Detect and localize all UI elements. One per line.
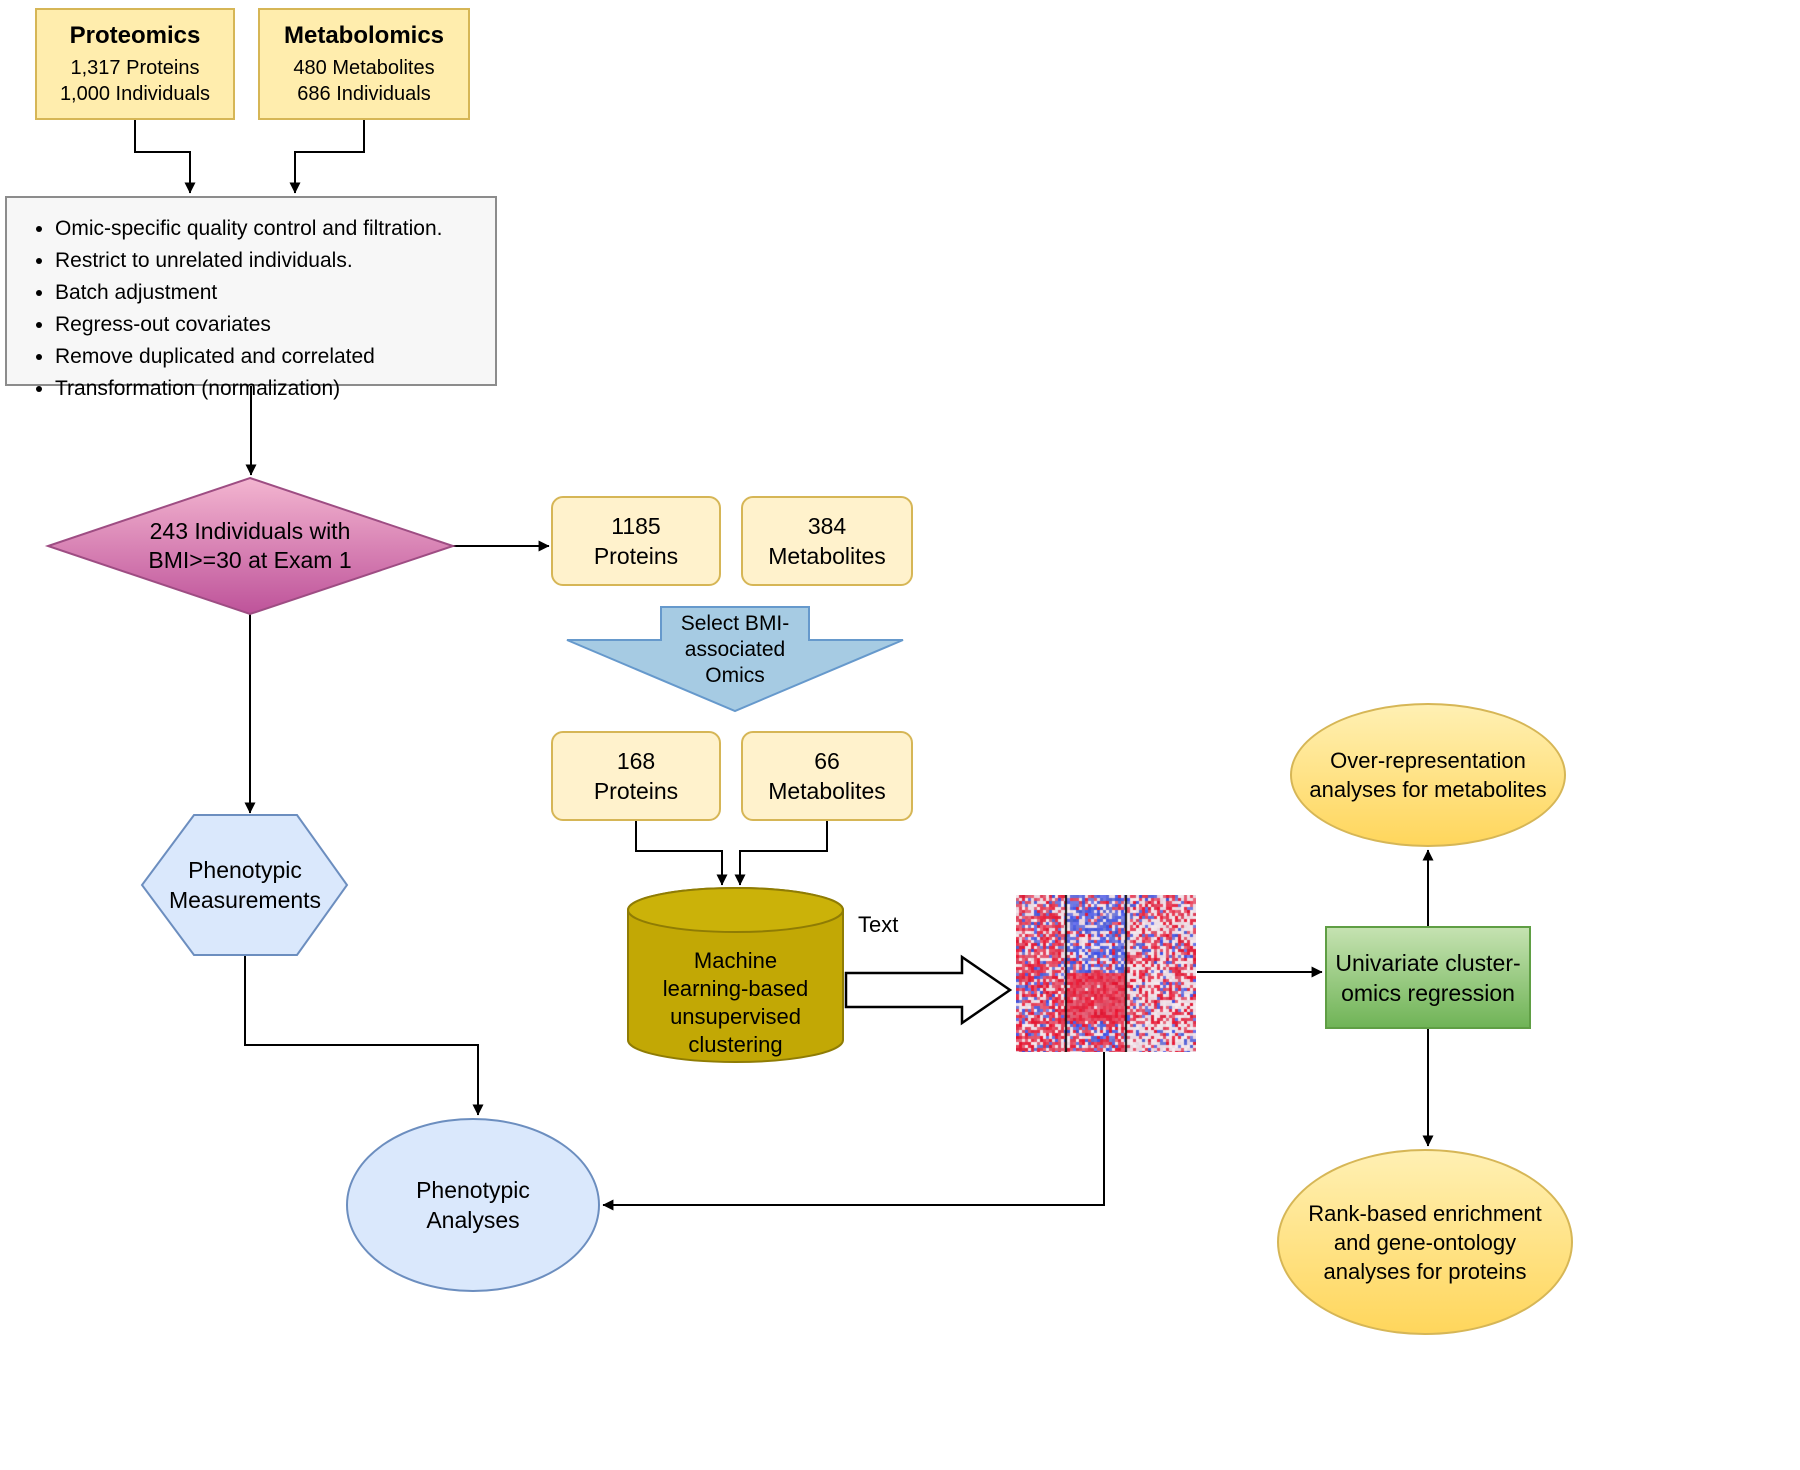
proteomics-title: Proteomics [69,21,201,49]
connector-168-proteins-to-clustering [635,821,728,886]
connector-measurements-to-phenotypic-analyses [244,955,484,1116]
flow-text-label: Text [858,912,899,937]
qc-step: Omic-specific quality control and filtra… [55,216,483,242]
cluster-heatmap-image [1016,895,1196,1052]
connector-66-metabolites-to-clustering [734,821,828,886]
qc-step: Transformation (normalization) [55,376,483,402]
proteomics-count: 1,317 Proteins [70,56,200,79]
clustering-label: Machine learning-based unsupervised clus… [662,948,809,1057]
metabolomics-count: 480 Metabolites [293,56,435,79]
node-over-representation-analyses: Over-representation analyses for metabol… [1290,703,1566,847]
clustering-cylinder-lid [627,887,844,933]
qc-steps-list: Omic-specific quality control and filtra… [29,216,483,402]
node-phenotypic-analyses: Phenotypic Analyses [346,1118,600,1292]
qc-step: Remove duplicated and correlated [55,344,483,370]
node-proteomics: Proteomics 1,317 Proteins 1,000 Individu… [35,8,235,120]
bmi-diamond-label: 243 Individuals with BMI>=30 at Exam 1 [148,518,352,573]
qc-step: Batch adjustment [55,280,483,306]
node-66-metabolites: 66 Metabolites [741,731,913,821]
connector-metabolomics-to-qc [289,120,365,194]
node-rank-based-enrichment: Rank-based enrichment and gene-ontology … [1277,1149,1573,1335]
proteomics-individuals: 1,000 Individuals [59,82,211,105]
qc-step: Restrict to unrelated individuals. [55,248,483,274]
select-omics-label: Select BMI- associated Omics [680,612,790,687]
qc-step: Regress-out covariates [55,312,483,338]
node-univariate-regression: Univariate cluster- omics regression [1325,926,1531,1029]
connector-proteomics-to-qc [134,120,196,194]
node-qc-steps: Omic-specific quality control and filtra… [5,196,497,400]
block-arrow-icon [844,954,1013,1026]
node-metabolomics: Metabolomics 480 Metabolites 686 Individ… [258,8,470,120]
connector-heatmap-to-phenotypic-analyses [602,1052,1105,1211]
node-384-metabolites: 384 Metabolites [741,496,913,586]
node-1185-proteins: 1185 Proteins [551,496,721,586]
metabolomics-title: Metabolomics [283,21,445,49]
phenotypic-measurements-label: Phenotypic Measurements [168,857,322,913]
node-168-proteins: 168 Proteins [551,731,721,821]
metabolomics-individuals: 686 Individuals [297,82,431,105]
